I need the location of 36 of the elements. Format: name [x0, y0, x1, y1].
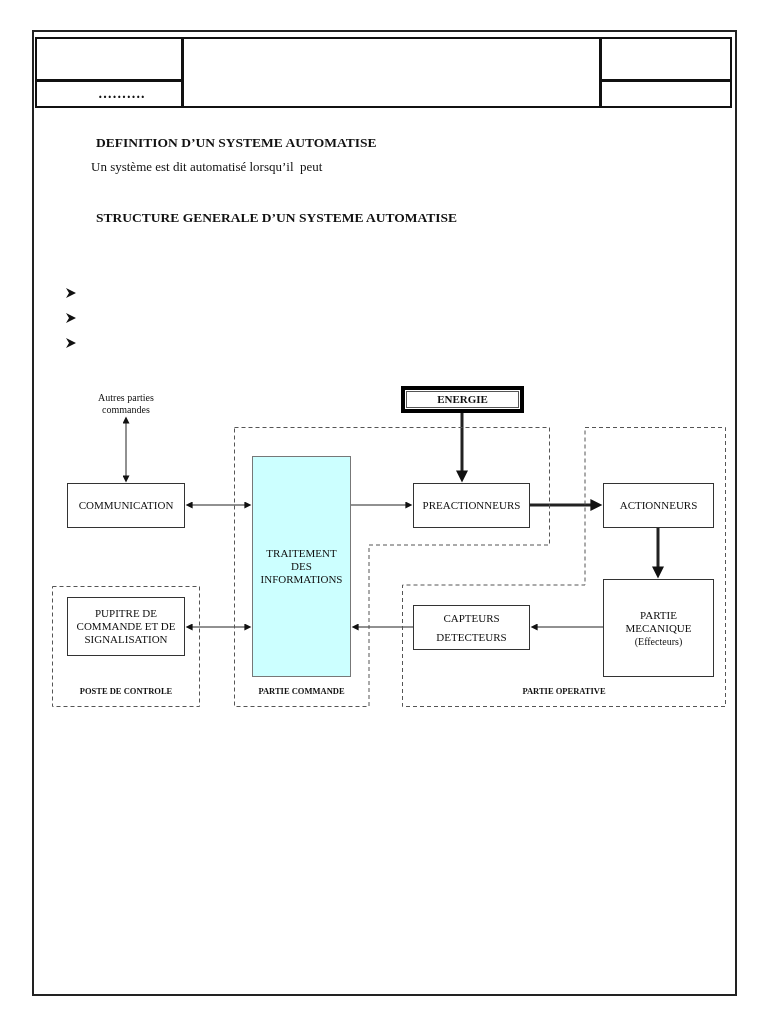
process-box — [603, 483, 714, 528]
dotted-line-text: ………. — [98, 85, 145, 103]
arrow — [530, 623, 604, 631]
process-box — [413, 483, 530, 528]
box-label: PREACTIONNEURS — [422, 499, 521, 512]
box-label: ACTIONNEURS — [619, 499, 698, 512]
process-box — [67, 483, 185, 528]
box-label: ENERGIE — [437, 393, 488, 406]
region-label: PARTIE OPERATIVE — [521, 686, 607, 697]
process-box — [67, 597, 185, 656]
box-label: (Effecteurs) — [634, 634, 683, 648]
region-label: PARTIE COMMANDE — [257, 686, 346, 697]
region-label: POSTE DE CONTROLE — [78, 686, 174, 697]
arrow — [456, 413, 468, 483]
arrow — [351, 623, 414, 631]
process-box — [252, 456, 351, 677]
arrow — [350, 501, 413, 509]
dashed-region — [52, 586, 200, 707]
process-box — [603, 579, 714, 677]
arrow — [185, 501, 252, 509]
body-text: Un système est dit automatisé lorsqu’il peut — [91, 158, 323, 175]
arrow — [122, 416, 130, 483]
box-label: PARTIE MECANIQUE — [624, 608, 693, 635]
arrow — [652, 528, 664, 579]
arrow — [530, 499, 603, 511]
section-heading: DEFINITION D’UN SYSTEME AUTOMATISE — [96, 134, 377, 151]
section-heading: STRUCTURE GENERALE D’UN SYSTEME AUTOMATISE — [96, 209, 458, 226]
energy-box — [401, 386, 524, 413]
process-box — [413, 605, 530, 650]
arrow — [185, 623, 252, 631]
box-label: CAPTEURS DETECTEURS — [435, 610, 508, 645]
dashed-region — [402, 427, 726, 707]
external-parts-label: Autres parties commandes — [84, 392, 168, 416]
box-label: PUPITRE DE COMMANDE ET DE SIGNALISATION — [75, 607, 177, 646]
box-label: COMMUNICATION — [78, 499, 174, 512]
box-label: TRAITEMENT DES INFORMATIONS — [260, 547, 343, 586]
